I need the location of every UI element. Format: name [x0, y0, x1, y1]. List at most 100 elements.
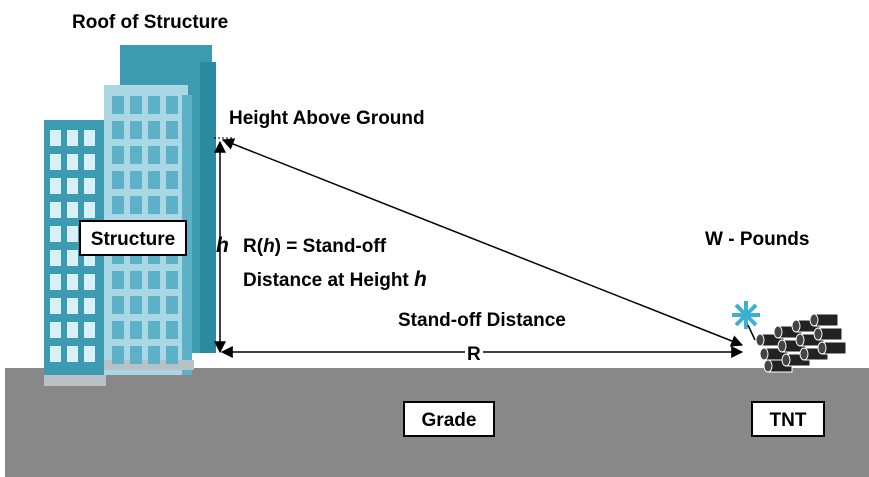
window — [50, 274, 61, 290]
window — [67, 250, 78, 266]
window — [50, 346, 61, 362]
weight-label: W - Pounds — [705, 229, 809, 250]
dynamite-stick-end — [781, 353, 791, 367]
svg-text:Grade: Grade — [422, 410, 477, 431]
dynamite-stick-end — [809, 313, 819, 327]
window — [50, 178, 61, 194]
window — [50, 130, 61, 146]
window — [50, 322, 61, 338]
window — [67, 178, 78, 194]
tower-back-edge — [200, 62, 216, 353]
dynamite-stick-end — [777, 339, 787, 353]
grade-label-box: Grade — [403, 401, 495, 437]
window — [50, 202, 61, 218]
window — [50, 226, 61, 242]
window — [50, 250, 61, 266]
window — [166, 321, 178, 339]
window — [148, 321, 160, 339]
dynamite-stick-end — [791, 319, 801, 333]
dynamite-stick-end — [759, 347, 769, 361]
tnt-label-box: TNT — [751, 401, 825, 437]
window — [112, 346, 124, 364]
r-symbol-bg — [465, 343, 483, 361]
window — [130, 296, 142, 314]
window — [148, 121, 160, 139]
window — [148, 171, 160, 189]
svg-text:Structure: Structure — [91, 229, 175, 250]
window — [84, 202, 95, 218]
window — [50, 154, 61, 170]
window — [166, 271, 178, 289]
dynamite-stick-end — [763, 359, 773, 373]
starburst-icon — [732, 301, 760, 329]
standoff-distance-label: Stand-off Distance — [398, 310, 566, 331]
tower-mid-base — [104, 360, 194, 370]
building-structure — [44, 45, 216, 386]
window — [148, 196, 160, 214]
window — [84, 154, 95, 170]
structure-label-box: Structure — [79, 220, 187, 256]
window — [84, 322, 95, 338]
window — [148, 146, 160, 164]
window — [112, 196, 124, 214]
window — [130, 346, 142, 364]
r-symbol: R — [467, 344, 481, 365]
window — [130, 321, 142, 339]
window — [67, 346, 78, 362]
dynamite-stick-end — [755, 333, 765, 347]
window — [166, 171, 178, 189]
window — [50, 298, 61, 314]
window — [148, 271, 160, 289]
window — [166, 346, 178, 364]
window — [166, 296, 178, 314]
window — [166, 96, 178, 114]
window — [112, 146, 124, 164]
window — [67, 202, 78, 218]
distance-at-height-label: Distance at Height h — [243, 268, 427, 291]
window — [130, 146, 142, 164]
standoff-height-formula: R(h) = Stand-off — [243, 236, 387, 257]
window — [166, 121, 178, 139]
fuse — [747, 324, 756, 341]
window — [130, 271, 142, 289]
window — [130, 171, 142, 189]
window — [148, 96, 160, 114]
dynamite-stick-end — [795, 333, 805, 347]
window — [84, 130, 95, 146]
window — [148, 346, 160, 364]
svg-text:TNT: TNT — [770, 410, 807, 431]
window — [84, 178, 95, 194]
window — [67, 322, 78, 338]
window — [130, 96, 142, 114]
window — [166, 196, 178, 214]
window — [84, 346, 95, 362]
window — [67, 226, 78, 242]
dynamite-stick-end — [817, 341, 827, 355]
window — [130, 121, 142, 139]
window — [84, 274, 95, 290]
dynamite-stick-end — [813, 327, 823, 341]
window — [166, 146, 178, 164]
window — [112, 96, 124, 114]
window — [67, 274, 78, 290]
window — [67, 154, 78, 170]
window — [67, 130, 78, 146]
window — [67, 298, 78, 314]
dynamite-stick-end — [799, 347, 809, 361]
window — [84, 250, 95, 266]
standoff-height-line — [221, 138, 744, 347]
dynamite-bundle-icon — [755, 313, 847, 373]
window — [112, 171, 124, 189]
window — [112, 296, 124, 314]
dynamite-stick-end — [773, 325, 783, 339]
window — [112, 271, 124, 289]
window — [112, 321, 124, 339]
window — [130, 196, 142, 214]
window — [112, 121, 124, 139]
window — [84, 298, 95, 314]
tower-left-base — [44, 375, 106, 386]
height-above-ground-label: Height Above Ground — [229, 108, 425, 129]
h-symbol: h — [216, 234, 229, 257]
window — [148, 296, 160, 314]
